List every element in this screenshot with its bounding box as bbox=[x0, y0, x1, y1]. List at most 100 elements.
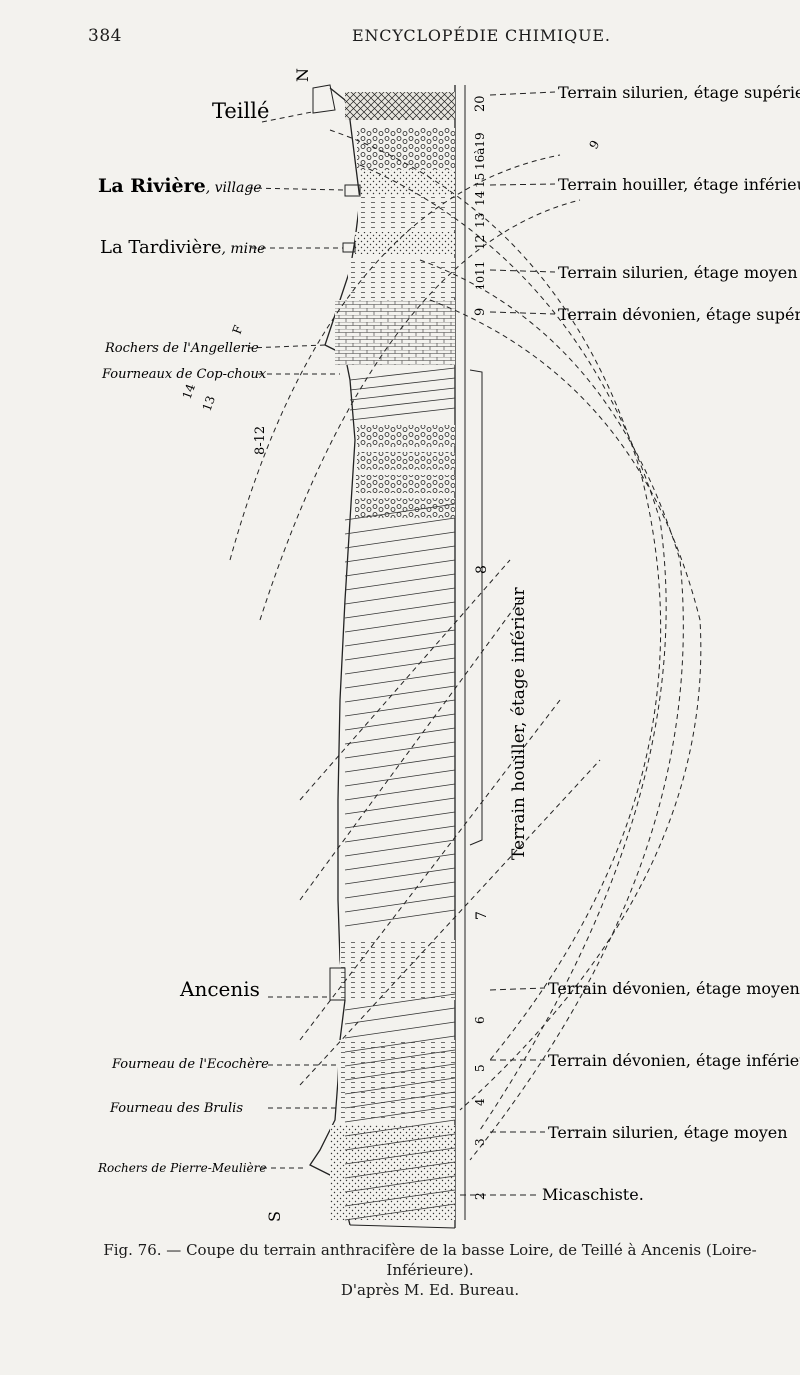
bed-number-3: 3 bbox=[473, 1138, 487, 1146]
svg-text:La Rivière, village: La Rivière, village bbox=[98, 175, 262, 197]
section-outline-left bbox=[309, 87, 361, 1226]
bedding-line bbox=[349, 367, 456, 381]
bedding-line bbox=[344, 769, 456, 787]
bedding-line bbox=[344, 1077, 456, 1095]
bedding-line bbox=[344, 657, 456, 675]
label-fourneau-brulis: Fourneau des Brulis bbox=[109, 1101, 243, 1116]
bedding-line bbox=[344, 503, 456, 521]
bedding-line bbox=[344, 783, 456, 801]
bedding-line bbox=[344, 741, 456, 759]
bedding-line bbox=[344, 573, 456, 591]
houiller-bracket bbox=[469, 369, 483, 846]
label-fourneau-ecochere: Fourneau de l'Ecochère bbox=[111, 1057, 269, 1072]
bedding-line bbox=[344, 671, 456, 689]
running-head: ENCYCLOPÉDIE CHIMIQUE. bbox=[352, 26, 611, 45]
stratum-20-hatched bbox=[345, 92, 455, 120]
stratum-9-brick bbox=[335, 300, 455, 365]
label-rochers-pierre-meuliere: Rochers de Pierre-Meulière bbox=[97, 1161, 267, 1175]
terrain-devonien-superieur: Terrain dévonien, étage supérieur bbox=[558, 305, 800, 324]
bed-number-4: 4 bbox=[473, 1098, 487, 1106]
terrain-devonien-inferieur: Terrain dévonien, étage inférieur bbox=[548, 1051, 800, 1070]
bedding-line bbox=[344, 629, 456, 647]
bedding-line bbox=[349, 387, 456, 401]
bedding-line bbox=[344, 811, 456, 829]
bedding-line bbox=[344, 559, 456, 577]
bedding-line bbox=[344, 1021, 456, 1039]
fold-arc bbox=[299, 759, 601, 1086]
bed-number-2: 2 bbox=[473, 1192, 487, 1200]
stratum-8-pebbles-c bbox=[356, 475, 455, 493]
bed-number-right-9: 9 bbox=[586, 138, 602, 152]
bedding-line bbox=[344, 1147, 456, 1165]
bedding-line bbox=[344, 615, 456, 633]
terrain-devonien-moyen: Terrain dévonien, étage moyen bbox=[548, 979, 800, 998]
bed-number-13: 13 bbox=[473, 213, 487, 228]
bed-number-left-F: F bbox=[230, 323, 246, 336]
page-number: 384 bbox=[88, 26, 122, 46]
stratum-4-5-lines bbox=[338, 1040, 455, 1120]
caption-credit: D'après M. Ed. Bureau. bbox=[340, 1281, 520, 1299]
bedding-line bbox=[344, 755, 456, 773]
label-ancenis: Ancenis bbox=[179, 977, 260, 1001]
bedding-line bbox=[344, 993, 456, 1011]
bed-number-14: 14 bbox=[473, 190, 487, 206]
bedding-line bbox=[344, 1119, 456, 1137]
bedding-line bbox=[344, 867, 456, 885]
fold-arc bbox=[229, 154, 561, 561]
terrain-silurien-moyen-top: Terrain silurien, étage moyen bbox=[558, 263, 798, 282]
terrain-leader-lines bbox=[460, 91, 556, 1196]
bedding-line bbox=[344, 1007, 456, 1025]
svg-text:La Tardivière, mine: La Tardivière, mine bbox=[100, 237, 265, 258]
bottom-ground-line bbox=[349, 1224, 456, 1229]
bedding-line bbox=[344, 1189, 456, 1207]
bedding-line bbox=[344, 1133, 456, 1151]
bedding-line bbox=[344, 545, 456, 563]
fold-arc bbox=[299, 559, 511, 801]
bedding-line bbox=[344, 1105, 456, 1123]
bed-number-7: 7 bbox=[474, 911, 490, 920]
caption-text: Fig. 76. — Coupe du terrain anthracifère… bbox=[103, 1241, 757, 1279]
label-teille: Teillé bbox=[212, 99, 269, 123]
bedding-line bbox=[344, 727, 456, 745]
bed-number-11: 11 bbox=[473, 261, 487, 276]
bedding-line bbox=[344, 601, 456, 619]
bedding-line bbox=[344, 825, 456, 843]
stratum-11-dash bbox=[348, 258, 455, 298]
bedding-line bbox=[344, 699, 456, 717]
bedding-line bbox=[344, 1175, 456, 1193]
bedding-line bbox=[344, 517, 456, 535]
bedding-line bbox=[344, 685, 456, 703]
dashed-fold-arcs bbox=[229, 129, 702, 1161]
stratum-13-14-lines bbox=[358, 195, 455, 230]
stratum-2-3-dots bbox=[330, 1125, 455, 1220]
bedding-line bbox=[344, 839, 456, 857]
stratum-8-pebbles-a bbox=[357, 425, 455, 447]
terrain-silurien-moyen-bottom: Terrain silurien, étage moyen bbox=[548, 1123, 788, 1142]
bedding-line bbox=[344, 1035, 456, 1053]
bed-number-12: 12 bbox=[473, 235, 487, 250]
bedding-line bbox=[344, 1063, 456, 1081]
bedding-line bbox=[344, 1049, 456, 1067]
bedding-line bbox=[344, 853, 456, 871]
bed-number-left-8-12: 8-12 bbox=[253, 426, 268, 455]
stratum-15-dots bbox=[360, 170, 455, 195]
bedding-line bbox=[344, 1203, 456, 1221]
bed-number-left-14: 14 bbox=[180, 382, 199, 401]
stratum-8-pebbles-d bbox=[355, 498, 455, 518]
bed-number-16a19: 16à19 bbox=[473, 132, 487, 170]
bedding-line bbox=[344, 1091, 456, 1109]
bedding-line bbox=[344, 587, 456, 605]
stratum-6-7-lines bbox=[340, 940, 455, 1000]
compass-south: S bbox=[265, 1211, 284, 1222]
stratum-12-dots bbox=[355, 232, 455, 254]
terrain-silurien-superieur: Terrain silurien, étage supérieur bbox=[558, 83, 800, 102]
label-la-riviere: La Rivière bbox=[98, 175, 206, 197]
label-la-tardiviere-note: , mine bbox=[221, 241, 265, 257]
bedding-line bbox=[344, 643, 456, 661]
left-label-leaders bbox=[247, 111, 346, 1169]
bedding-line bbox=[344, 1161, 456, 1179]
bedding-line bbox=[344, 797, 456, 815]
bed-number-20: 20 bbox=[473, 95, 488, 112]
bedding-line bbox=[349, 377, 456, 391]
